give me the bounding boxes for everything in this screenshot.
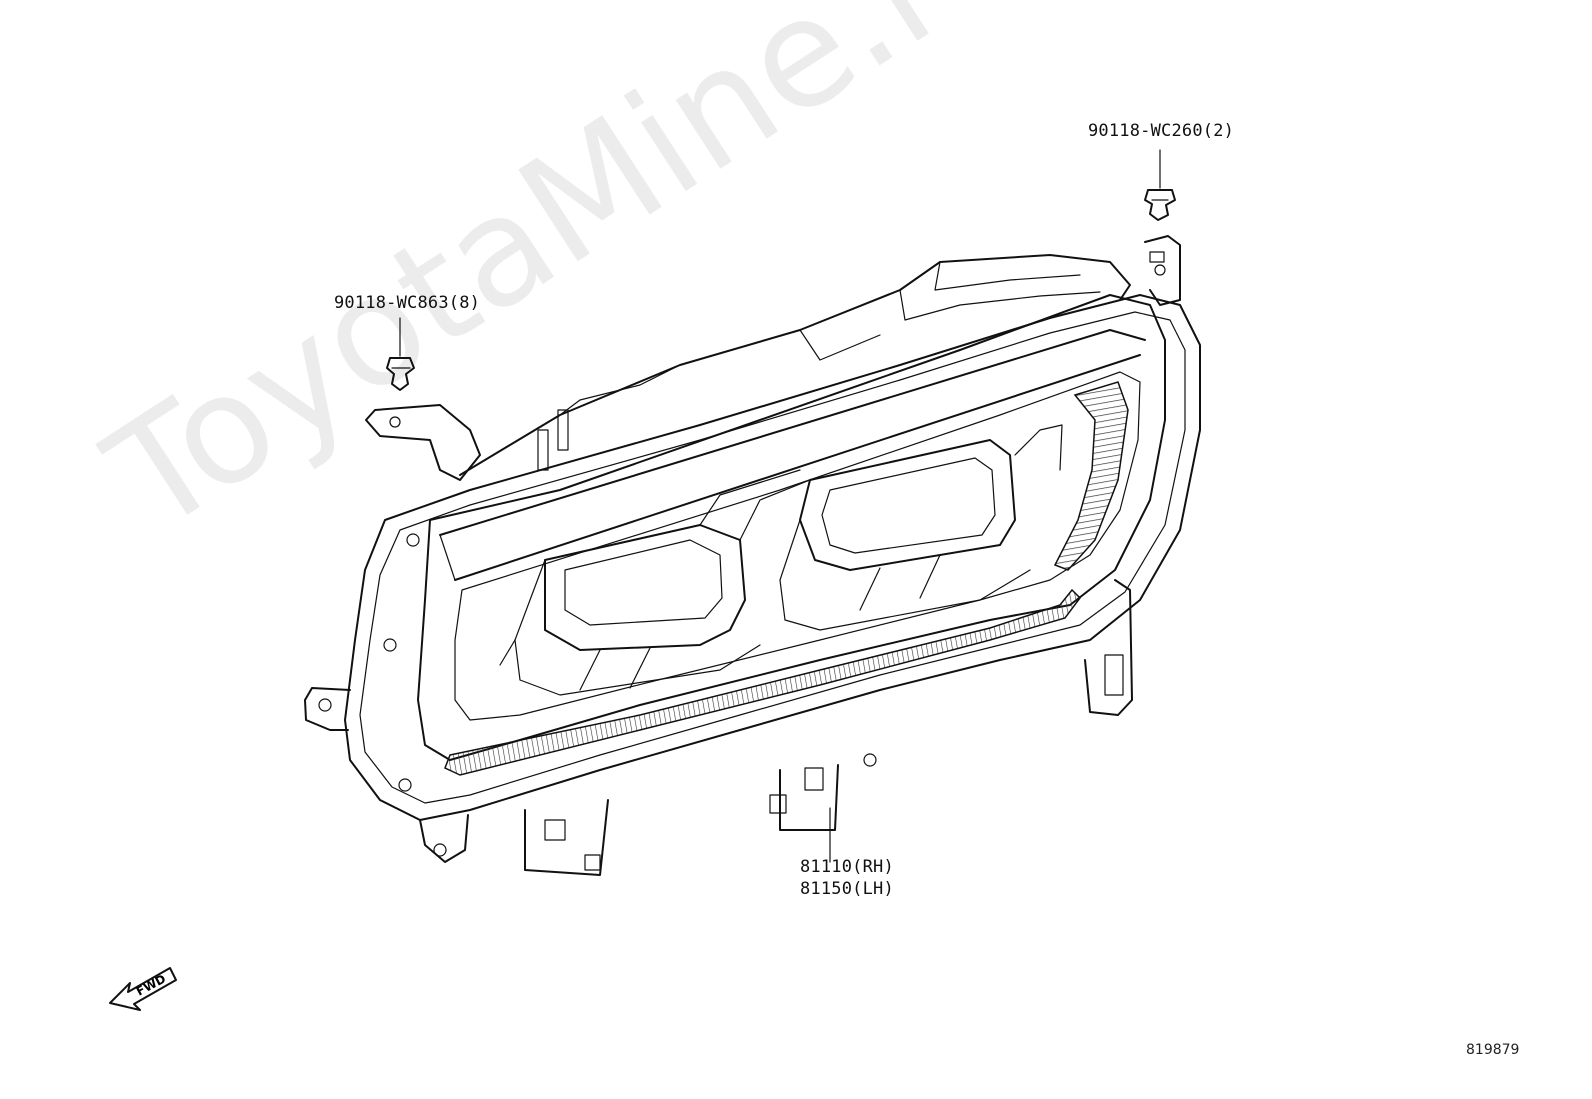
callout-headlamp-lh: 81150(LH) [800,879,894,899]
fwd-arrow-icon: FWD [109,967,177,1011]
clip-left-part [386,317,415,391]
callout-clip-left: 90118-WC863(8) [334,293,481,313]
drawing-number: 819879 [1466,1042,1520,1058]
clip-upper-part [1144,149,1176,221]
callout-headlamp-rh: 81110(RH) [800,857,894,877]
callout-clip-upper: 90118-WC260(2) [1088,121,1235,141]
headlamp-assembly [304,235,1201,876]
